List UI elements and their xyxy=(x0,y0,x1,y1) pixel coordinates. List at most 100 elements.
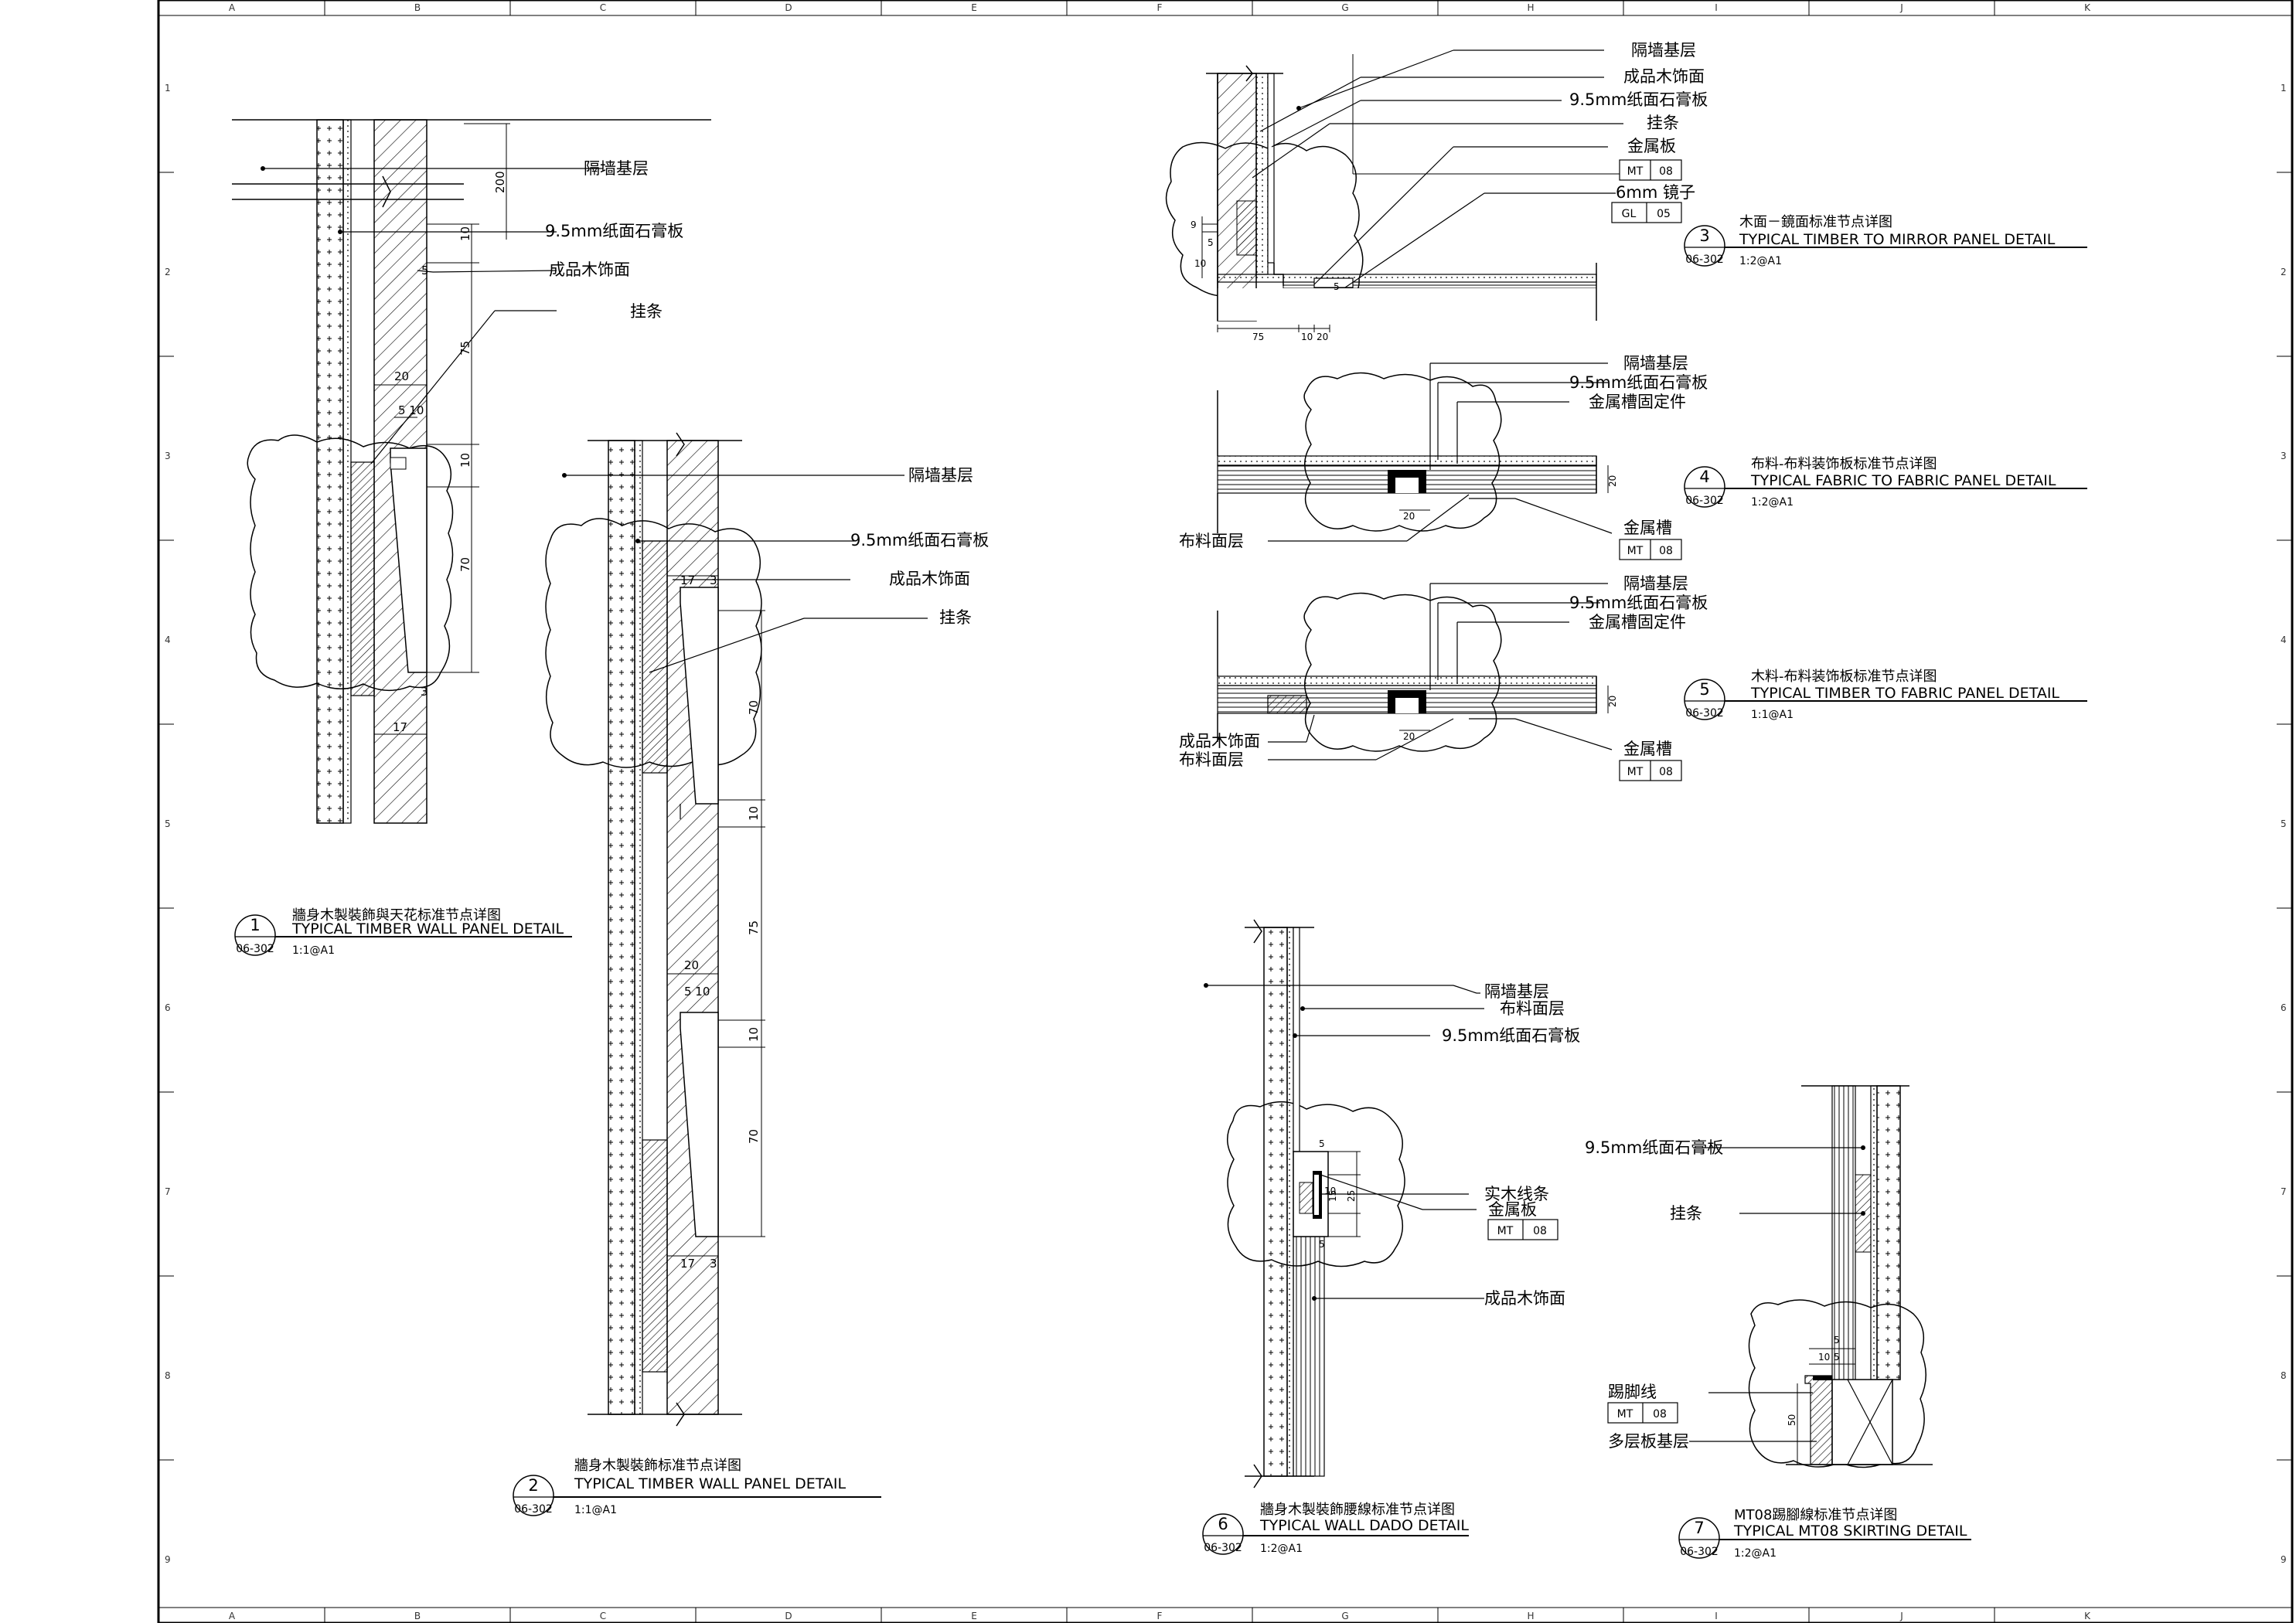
detail-1-title-cn: 牆身木製裝飾與天花标准节点详图 xyxy=(292,907,501,924)
detail-3-label-metal-plate: 金属板 xyxy=(1627,137,1676,155)
detail-3-drawing: 隔墙基层 成品木饰面 9.5mm纸面石膏板 挂条 金属板 6mm 镜子 9 5 … xyxy=(1165,41,1708,342)
detail-5-tag-mt: MT xyxy=(1627,766,1644,778)
detail-1-dim-5: 5 xyxy=(421,264,429,277)
grid-col-label-bottom: K xyxy=(2084,1611,2091,1621)
detail-5-label-fabric: 布料面层 xyxy=(1179,750,1244,769)
grid-col-label-top: A xyxy=(229,2,236,13)
detail-6-label-gypsum: 9.5mm纸面石膏板 xyxy=(1442,1026,1580,1045)
grid-col-label-top: E xyxy=(971,2,977,13)
detail-1-label-gypsum: 9.5mm纸面石膏板 xyxy=(545,222,683,240)
detail-1-dim-20: 20 xyxy=(394,369,409,383)
detail-2-drawing: 隔墙基层 9.5mm纸面石膏板 成品木饰面 挂条 17 3 70 10 75 2… xyxy=(545,432,989,1427)
detail-2-label-timber: 成品木饰面 xyxy=(889,570,970,588)
detail-4-label-partition: 隔墙基层 xyxy=(1623,354,1688,373)
detail-3-tag-gl: GL xyxy=(1622,208,1637,220)
grid-col-label-bottom: F xyxy=(1157,1611,1163,1621)
detail-3-dim-10b: 10 xyxy=(1301,332,1313,342)
grid-row-label-left: 9 xyxy=(165,1554,171,1565)
grid-col-label-bottom: A xyxy=(229,1611,236,1621)
detail-4-title: 4 06-302 布料-布料装饰板标准节点详图 TYPICAL FABRIC T… xyxy=(1684,456,2087,509)
detail-3-dim-20: 20 xyxy=(1317,332,1328,342)
grid-row-label-left: 8 xyxy=(165,1370,171,1381)
detail-5-drawing: 隔墙基层 9.5mm纸面石膏板 金属槽固定件 成品木饰面 布料面层 金属槽 20… xyxy=(1179,574,1708,769)
detail-2-label-gypsum: 9.5mm纸面石膏板 xyxy=(850,531,989,550)
detail-6-dim-15: 15 xyxy=(1327,1190,1338,1202)
detail-3-label-hanger: 挂条 xyxy=(1647,114,1679,132)
detail-5-dim-20a: 20 xyxy=(1403,731,1415,742)
detail-4-tag-08: 08 xyxy=(1659,545,1673,557)
detail-5-tags: MT 08 xyxy=(1619,760,1682,781)
detail-5-label-fixing: 金属槽固定件 xyxy=(1589,613,1686,631)
detail-2-title: 2 06-302 牆身木製裝飾标准节点详图 TYPICAL TIMBER WAL… xyxy=(513,1458,881,1516)
detail-6-scale: 1:2@A1 xyxy=(1260,1543,1303,1555)
detail-2-label-partition: 隔墙基层 xyxy=(908,466,973,485)
detail-6-label-metal-plate: 金属板 xyxy=(1488,1200,1537,1219)
detail-2-number: 2 xyxy=(528,1476,538,1495)
detail-2-sheet-ref: 06-302 xyxy=(514,1503,553,1516)
grid-col-label-bottom: B xyxy=(414,1611,421,1621)
detail-3-tag-mt: MT xyxy=(1627,165,1644,178)
detail-7-title: 7 06-302 MT08踢腳線标准节点详图 TYPICAL MT08 SKIR… xyxy=(1678,1507,1971,1560)
detail-7-drawing: 9.5mm纸面石膏板 挂条 踢脚线 多层板基层 5 10 5 50 xyxy=(1585,1085,1933,1468)
detail-3-dim-9: 9 xyxy=(1191,219,1197,230)
grid-col-label-bottom: H xyxy=(1527,1611,1534,1621)
detail-3-dim-5: 5 xyxy=(1208,237,1214,248)
detail-1-dim-10a: 10 xyxy=(458,226,472,241)
detail-6-dim-5b: 5 xyxy=(1319,1239,1325,1250)
grid-col-label-bottom: I xyxy=(1715,1611,1718,1621)
detail-2-title-en: TYPICAL TIMBER WALL PANEL DETAIL xyxy=(574,1475,846,1492)
detail-1-dim-10b: 10 xyxy=(458,453,472,468)
detail-4-label-gypsum: 9.5mm纸面石膏板 xyxy=(1569,373,1708,392)
detail-7-tag-08: 08 xyxy=(1653,1408,1667,1421)
detail-5-title-cn: 木料-布料装饰板标准节点详图 xyxy=(1751,669,1937,685)
grid-col-label-bottom: D xyxy=(785,1611,792,1621)
detail-7-dim-5b: 5 xyxy=(1834,1352,1840,1363)
detail-3-number: 3 xyxy=(1699,226,1709,245)
grid-row-label-right: 2 xyxy=(2281,267,2287,277)
detail-6-title-cn: 牆身木製裝飾腰線标准节点详图 xyxy=(1260,1502,1455,1518)
detail-4-tags: MT 08 xyxy=(1619,539,1682,560)
detail-5-dim-20b: 20 xyxy=(1607,696,1618,707)
detail-1-label-partition: 隔墙基层 xyxy=(584,159,649,178)
detail-7-dim-50: 50 xyxy=(1787,1414,1797,1426)
detail-1-drawing: 隔墙基层 9.5mm纸面石膏板 成品木饰面 挂条 200 10 5 75 20 … xyxy=(232,119,711,824)
detail-6-dim-10: 10 xyxy=(1324,1186,1336,1196)
detail-7-title-cn: MT08踢腳線标准节点详图 xyxy=(1734,1507,1897,1523)
grid-row-label-left: 7 xyxy=(165,1186,171,1197)
detail-2-dim-5-10: 5 10 xyxy=(684,985,710,999)
detail-5-title: 5 06-302 木料-布料装饰板标准节点详图 TYPICAL TIMBER T… xyxy=(1684,669,2087,721)
detail-6-title: 6 06-302 牆身木製裝飾腰線标准节点详图 TYPICAL WALL DAD… xyxy=(1202,1502,1469,1555)
detail-2-title-cn: 牆身木製裝飾标准节点详图 xyxy=(574,1458,741,1474)
detail-1-dim-70: 70 xyxy=(458,557,472,572)
detail-4-label-fabric: 布料面层 xyxy=(1179,532,1244,550)
grid-col-label-top: C xyxy=(600,2,606,13)
detail-7-title-en: TYPICAL MT08 SKIRTING DETAIL xyxy=(1733,1523,1967,1540)
detail-6-dim-25: 25 xyxy=(1346,1190,1357,1202)
detail-7-scale: 1:2@A1 xyxy=(1734,1547,1777,1560)
detail-3-label-partition: 隔墙基层 xyxy=(1631,41,1696,60)
detail-2-dim-70a: 70 xyxy=(747,700,761,715)
detail-4-sheet-ref: 06-302 xyxy=(1685,495,1724,507)
detail-1-label-timber: 成品木饰面 xyxy=(549,260,630,279)
detail-7-number: 7 xyxy=(1694,1519,1704,1537)
detail-7-tags: MT 08 xyxy=(1607,1402,1678,1424)
detail-7-dim-10: 10 xyxy=(1818,1352,1830,1363)
detail-6-label-solid-wood: 实木线条 xyxy=(1484,1185,1549,1203)
detail-6-sheet-ref: 06-302 xyxy=(1204,1542,1242,1554)
detail-7-label-hanger: 挂条 xyxy=(1670,1204,1702,1223)
detail-3-dim-5b: 5 xyxy=(1334,281,1340,292)
detail-5-title-en: TYPICAL TIMBER TO FABRIC PANEL DETAIL xyxy=(1750,685,2059,702)
grid-col-label-bottom: C xyxy=(600,1611,606,1621)
detail-1-scale: 1:1@A1 xyxy=(292,944,335,957)
detail-4-number: 4 xyxy=(1699,468,1709,486)
detail-3-title-cn: 木面－鏡面标准节点详图 xyxy=(1739,214,1892,230)
detail-7-dim-5a: 5 xyxy=(1834,1335,1840,1346)
detail-6-drawing: 隔墙基层 布料面层 9.5mm纸面石膏板 实木线条 金属板 成品木饰面 5 15… xyxy=(1204,919,1580,1489)
grid-row-label-left: 5 xyxy=(165,818,171,829)
detail-4-title-en: TYPICAL FABRIC TO FABRIC PANEL DETAIL xyxy=(1750,472,2056,489)
detail-4-drawing: 隔墙基层 9.5mm纸面石膏板 金属槽固定件 布料面层 金属槽 20 20 xyxy=(1179,354,1708,550)
detail-1-dim-3: 3 xyxy=(421,685,428,699)
detail-3-tag-08: 08 xyxy=(1659,165,1673,178)
